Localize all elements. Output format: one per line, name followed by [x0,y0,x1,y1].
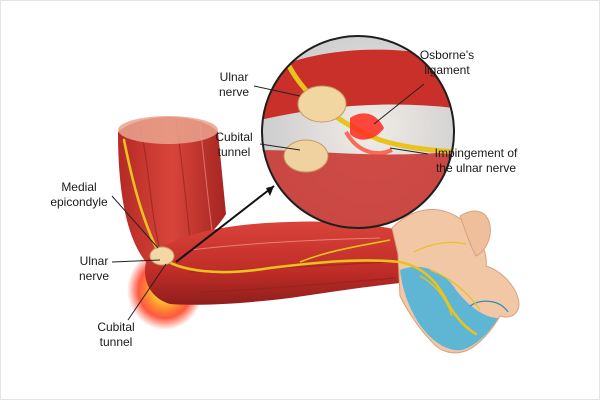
forearm-muscle [145,221,410,305]
label-osbornes-ligament: Osborne's ligament [419,48,475,77]
label-ulnar-nerve-inset: Ulnar nerve [218,70,250,99]
label-impingement: Impingement of the ulnar nerve [434,146,518,175]
label-cubital-tunnel-inset: Cubital tunnel [215,130,253,159]
label-cubital-tunnel-arm: Cubital tunnel [97,320,135,349]
label-ulnar-nerve-arm: Ulnar nerve [78,254,110,283]
elbow-joint [149,246,175,266]
ulnar-nerve-path [122,138,478,336]
label-medial-epicondyle: Medial epicondyle [50,180,108,209]
